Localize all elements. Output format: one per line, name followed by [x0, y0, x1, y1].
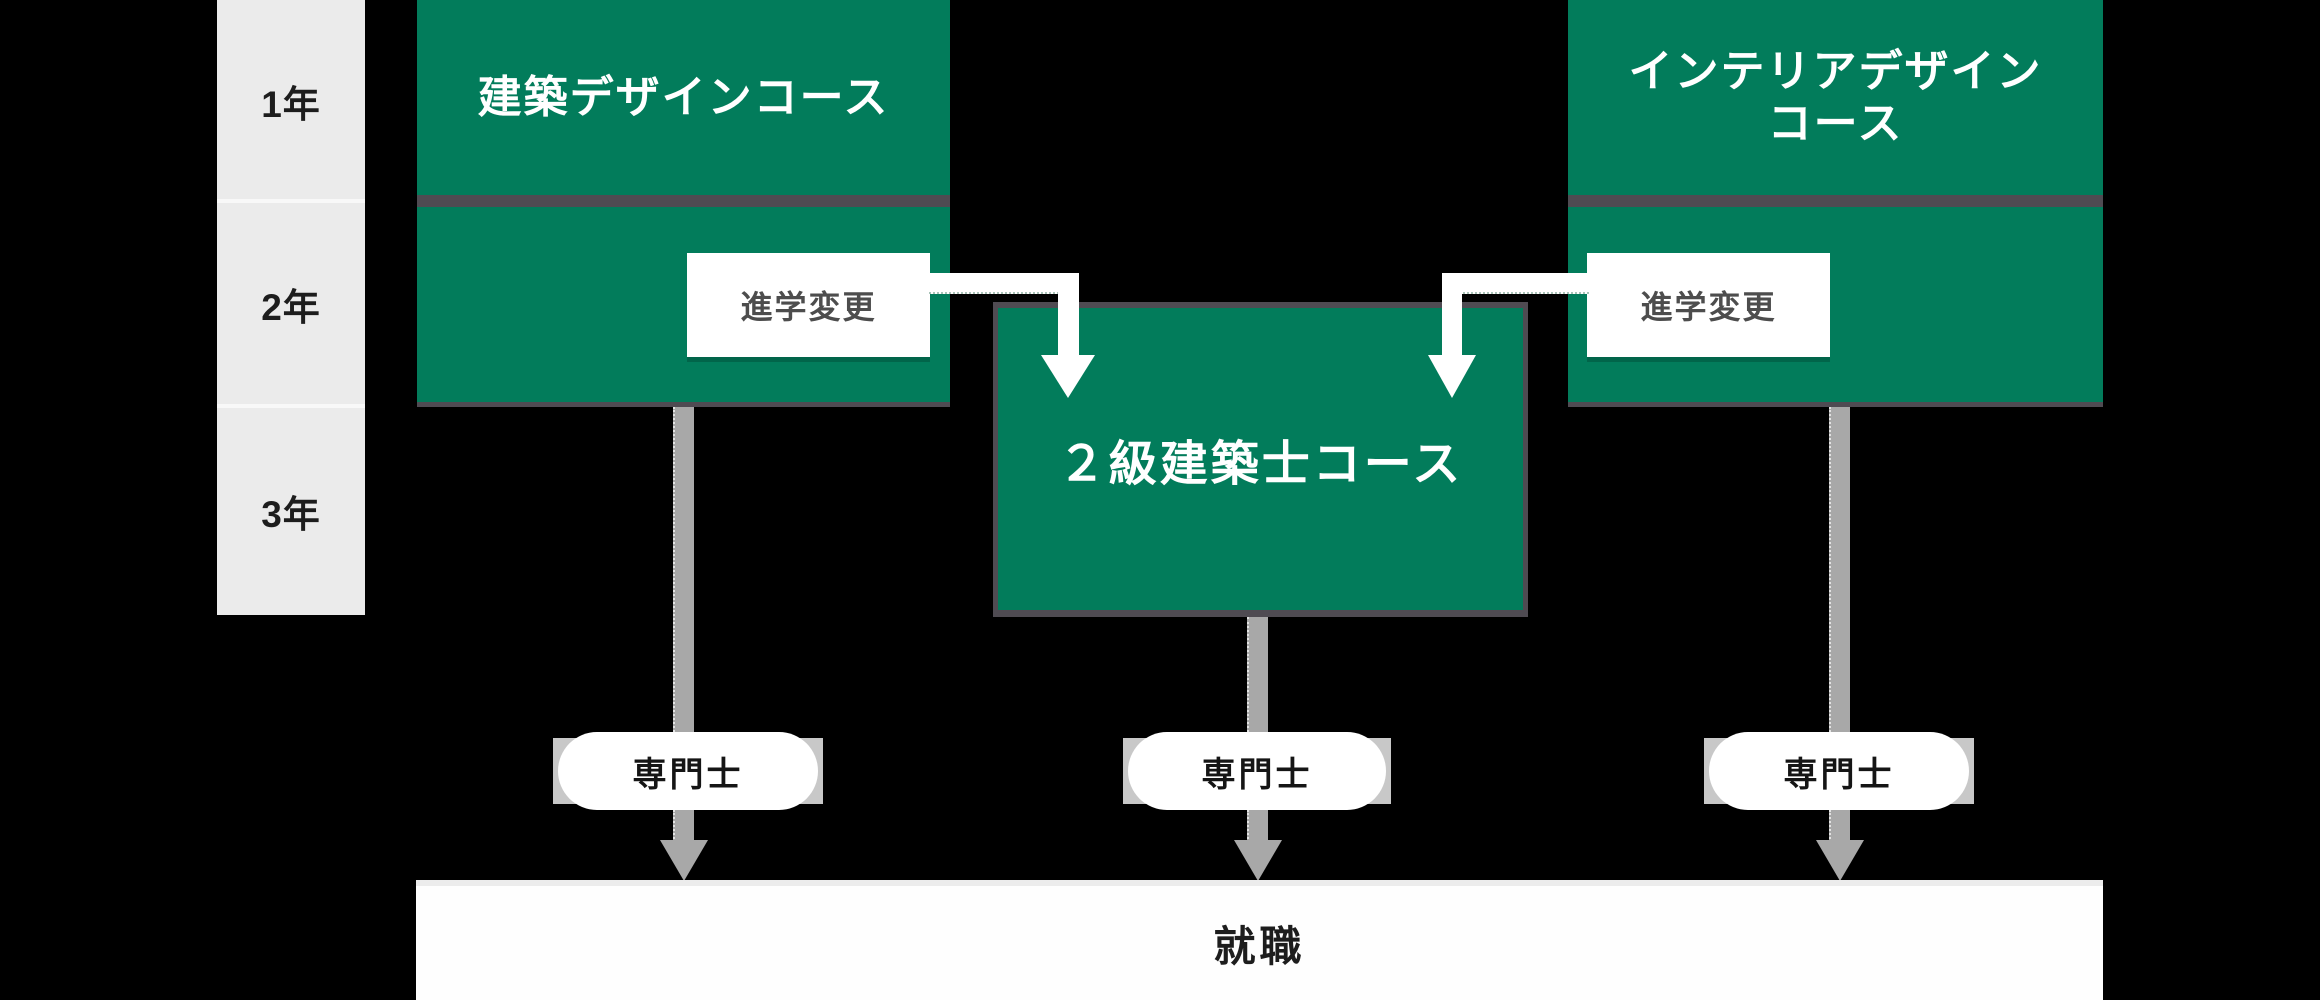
gray-down-arrowhead-icon [660, 840, 708, 881]
down-arrowhead-icon [1428, 355, 1476, 398]
year-label-3: 3年 [261, 493, 321, 535]
connector-pill-to-employment-left [673, 810, 694, 842]
transfer-box-right: 進学変更 [1587, 253, 1830, 357]
diploma-badge-right: 専門士 [1709, 732, 1969, 810]
diploma-label: 専門士 [1201, 755, 1313, 794]
course-title-interior: インテリアデザイン コース [1628, 46, 2043, 148]
section-divider-band [1568, 195, 2103, 207]
course-title-2nd-class-architect: ２級建築士コース [1057, 438, 1464, 491]
section-divider-band [417, 195, 950, 207]
gray-down-arrowhead-icon [1816, 840, 1864, 881]
down-arrowhead-icon [1041, 355, 1095, 398]
year-row-divider [217, 199, 365, 203]
year-row-1: 1年 [217, 0, 365, 201]
year-row-3: 3年 [217, 406, 365, 615]
transfer-arrow-right-vertical [1442, 273, 1462, 357]
transfer-label-right: 進学変更 [1640, 289, 1777, 325]
employment-bar: 就職 [416, 880, 2103, 1000]
course-box-2nd-class-architect: ２級建築士コース [993, 302, 1528, 617]
course-box-interior: インテリアデザイン コース [1568, 0, 2103, 407]
diploma-badge-left: 専門士 [558, 732, 818, 810]
diploma-badge-middle: 専門士 [1128, 732, 1386, 810]
transfer-arrow-right-horizontal [1442, 273, 1589, 294]
transfer-arrow-left-horizontal [929, 273, 1079, 294]
employment-label: 就職 [1213, 922, 1306, 970]
connector-architecture-to-pill [673, 407, 694, 732]
gray-down-arrowhead-icon [1234, 840, 1282, 881]
transfer-box-left: 進学変更 [687, 253, 930, 357]
year-column: 1年 2年 3年 [217, 0, 365, 615]
year-row-divider [217, 404, 365, 408]
connector-pill-to-employment-middle [1247, 810, 1268, 842]
year-label-2: 2年 [261, 286, 321, 328]
diploma-label: 専門士 [1783, 755, 1895, 794]
transfer-arrow-left-vertical [1058, 273, 1079, 357]
connector-architect-course-to-pill [1247, 617, 1268, 732]
connector-interior-to-pill [1829, 407, 1850, 732]
transfer-label-left: 進学変更 [740, 289, 877, 325]
year-label-1: 1年 [261, 83, 321, 125]
year-row-2: 2年 [217, 201, 365, 406]
course-title-architecture: 建築デザインコース [477, 72, 890, 122]
connector-pill-to-employment-right [1829, 810, 1850, 842]
diploma-label: 専門士 [632, 755, 744, 794]
